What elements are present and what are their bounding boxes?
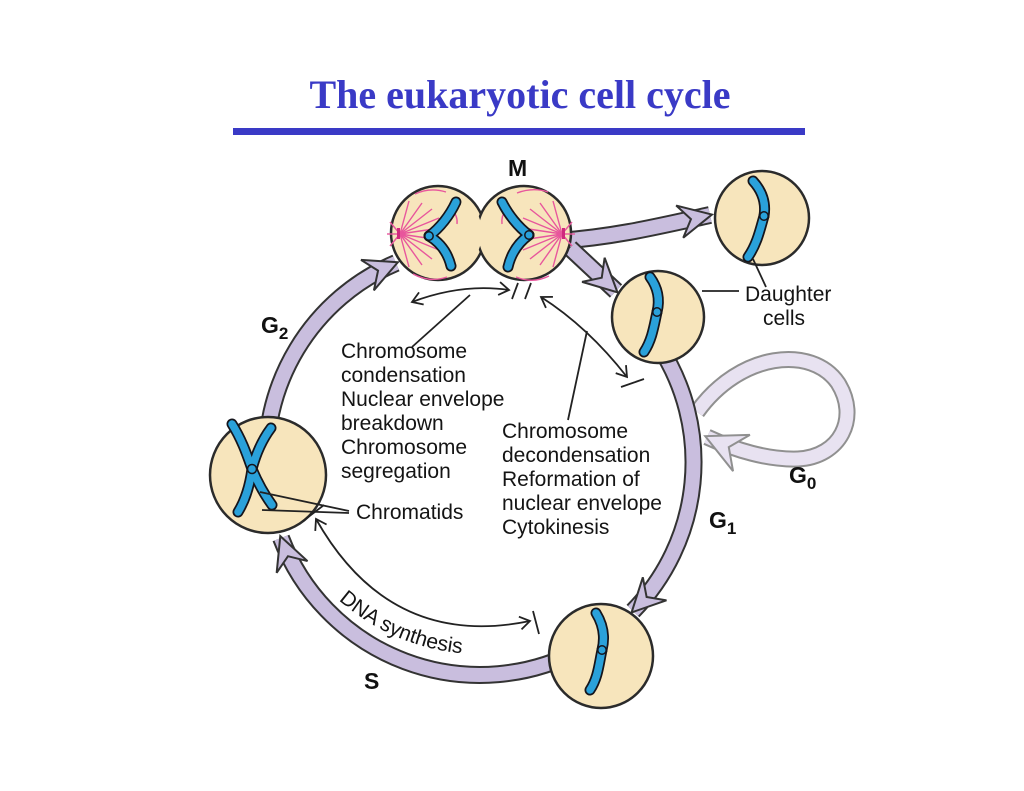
exit-events-leader [567, 330, 588, 421]
daughter1-leader [752, 258, 767, 288]
svg-text:segregation: segregation [341, 460, 451, 483]
phase-label-g0: G0 [789, 462, 816, 493]
tick-dna-right [532, 610, 540, 635]
s-arrow [274, 534, 584, 682]
g2-cell [208, 415, 328, 535]
phase-label-g1: G1 [709, 507, 736, 538]
svg-text:condensation: condensation [341, 364, 466, 387]
phase-label-s: S [364, 668, 379, 694]
m-events-leader [411, 294, 471, 348]
svg-text:Cytokinesis: Cytokinesis [502, 516, 609, 539]
chromatid-leader-2 [261, 509, 350, 514]
chromatid-leader-1 [259, 491, 350, 512]
svg-text:breakdown: breakdown [341, 412, 444, 435]
svg-text:nuclear envelope: nuclear envelope [502, 492, 662, 515]
mitotic-cell [387, 184, 575, 282]
daughter-cell-2 [610, 269, 706, 365]
spindle-aster-right [501, 189, 575, 281]
svg-text:Nuclear envelope: Nuclear envelope [341, 388, 504, 411]
tick-dna-left [302, 504, 325, 522]
svg-text:Reformation of: Reformation of [502, 468, 640, 491]
dna-synthesis-span-arrow [314, 517, 532, 631]
phase-label-g2: G2 [261, 312, 288, 343]
daughter-cells-label: Daughter cells [745, 283, 831, 330]
title-underline [233, 128, 805, 135]
s-phase-cell [547, 602, 655, 710]
svg-text:decondensation: decondensation [502, 444, 650, 467]
svg-text:Chromosome: Chromosome [341, 436, 467, 459]
phase-label-m: M [508, 155, 527, 181]
m-to-daughter1-arrow [557, 204, 715, 248]
spindle-aster-left [387, 189, 458, 281]
tick-left [511, 282, 519, 300]
daughter-cell-1 [713, 169, 811, 267]
g0-loop-arrow [690, 351, 856, 472]
tick-exit-end [620, 378, 645, 388]
chromatids-label: Chromatids [356, 501, 463, 524]
page-title: The eukaryotic cell cycle [310, 72, 731, 117]
g1-arrow [627, 342, 701, 616]
exit-events-text: Chromosome decondensation Reformation of… [502, 420, 662, 539]
svg-text:Chromosome: Chromosome [341, 340, 467, 363]
anaphase-chromosomes [423, 196, 535, 273]
svg-text:cells: cells [763, 307, 805, 330]
m-span-arrow [410, 281, 511, 306]
m-to-daughter2-arrow [565, 242, 621, 297]
svg-text:Chromosome: Chromosome [502, 420, 628, 443]
tick-right [524, 282, 532, 300]
svg-text:Daughter: Daughter [745, 283, 831, 306]
m-events-text: Chromosome condensation Nuclear envelope… [341, 340, 504, 483]
annotation-arrows [259, 258, 767, 635]
